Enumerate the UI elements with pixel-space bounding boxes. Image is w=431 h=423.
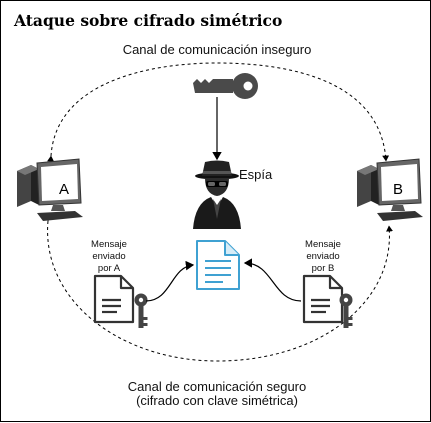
message-a-line1: Mensaje — [91, 239, 127, 250]
computer-a — [17, 158, 83, 221]
diagram-title: Ataque sobre cifrado simétrico — [13, 11, 282, 30]
message-b-line2: enviado — [306, 251, 339, 262]
message-a-line2: enviado — [92, 251, 125, 262]
computer-a-label: A — [59, 181, 69, 198]
secure-channel-label-line2: (cifrado con clave simétrica) — [136, 393, 298, 408]
document-with-key-icon-a — [93, 274, 148, 328]
doc-b-to-plain-arrow — [243, 258, 302, 302]
computer-b-label: B — [393, 181, 403, 198]
insecure-channel-label: Canal de comunicación inseguro — [123, 42, 312, 57]
spy-icon — [193, 160, 241, 229]
key-icon — [193, 73, 258, 99]
insecure-channel-arc — [47, 62, 390, 162]
message-a-line3: por A — [98, 263, 121, 274]
computer-b — [357, 158, 423, 221]
secure-channel-arc — [44, 215, 393, 362]
secure-channel-label-line1: Canal de comunicación seguro — [128, 379, 307, 394]
document-with-key-icon-b — [302, 274, 353, 328]
spy-label: Espía — [239, 167, 273, 182]
message-b-line1: Mensaje — [305, 239, 341, 250]
message-b-line3: por B — [312, 263, 335, 274]
document-icon — [196, 240, 240, 290]
doc-a-to-plain-arrow — [145, 260, 195, 302]
